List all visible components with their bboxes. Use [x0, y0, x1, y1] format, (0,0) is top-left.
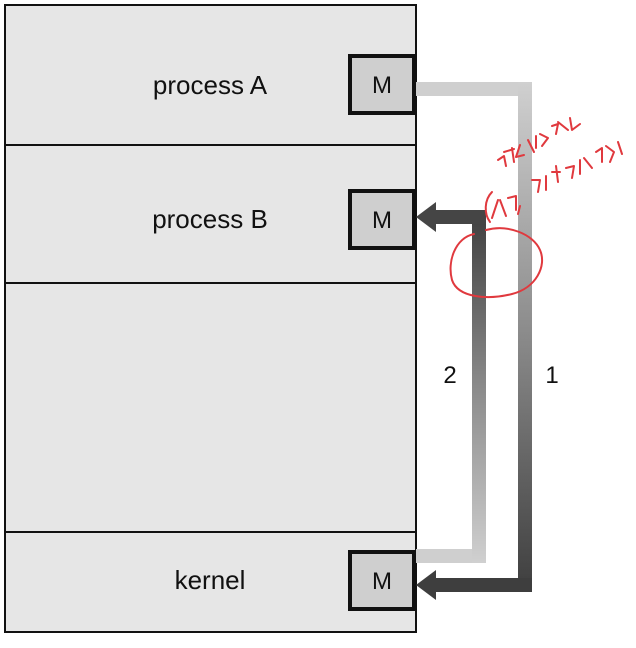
arrow-1-number: 1 — [545, 362, 558, 389]
mailbox-process-a-label: M — [372, 72, 392, 99]
arrow-2-number: 2 — [443, 362, 456, 389]
mailbox-process-a: M — [348, 54, 416, 115]
process-a-label: process A — [153, 70, 268, 100]
mailbox-kernel-label: M — [372, 568, 392, 595]
annotation-circle — [449, 227, 544, 299]
mailbox-kernel: M — [348, 550, 416, 611]
mailbox-process-b-label: M — [372, 207, 392, 234]
memory-layout — [4, 4, 417, 633]
process-b-label: process B — [152, 204, 268, 234]
memory-outline — [4, 4, 417, 633]
mailbox-process-b: M — [348, 189, 416, 250]
arrow-1-a-to-kernel — [416, 82, 532, 600]
arrow-2-kernel-to-b — [416, 202, 486, 563]
handwritten-annotation — [449, 117, 623, 299]
kernel-label: kernel — [175, 565, 246, 595]
